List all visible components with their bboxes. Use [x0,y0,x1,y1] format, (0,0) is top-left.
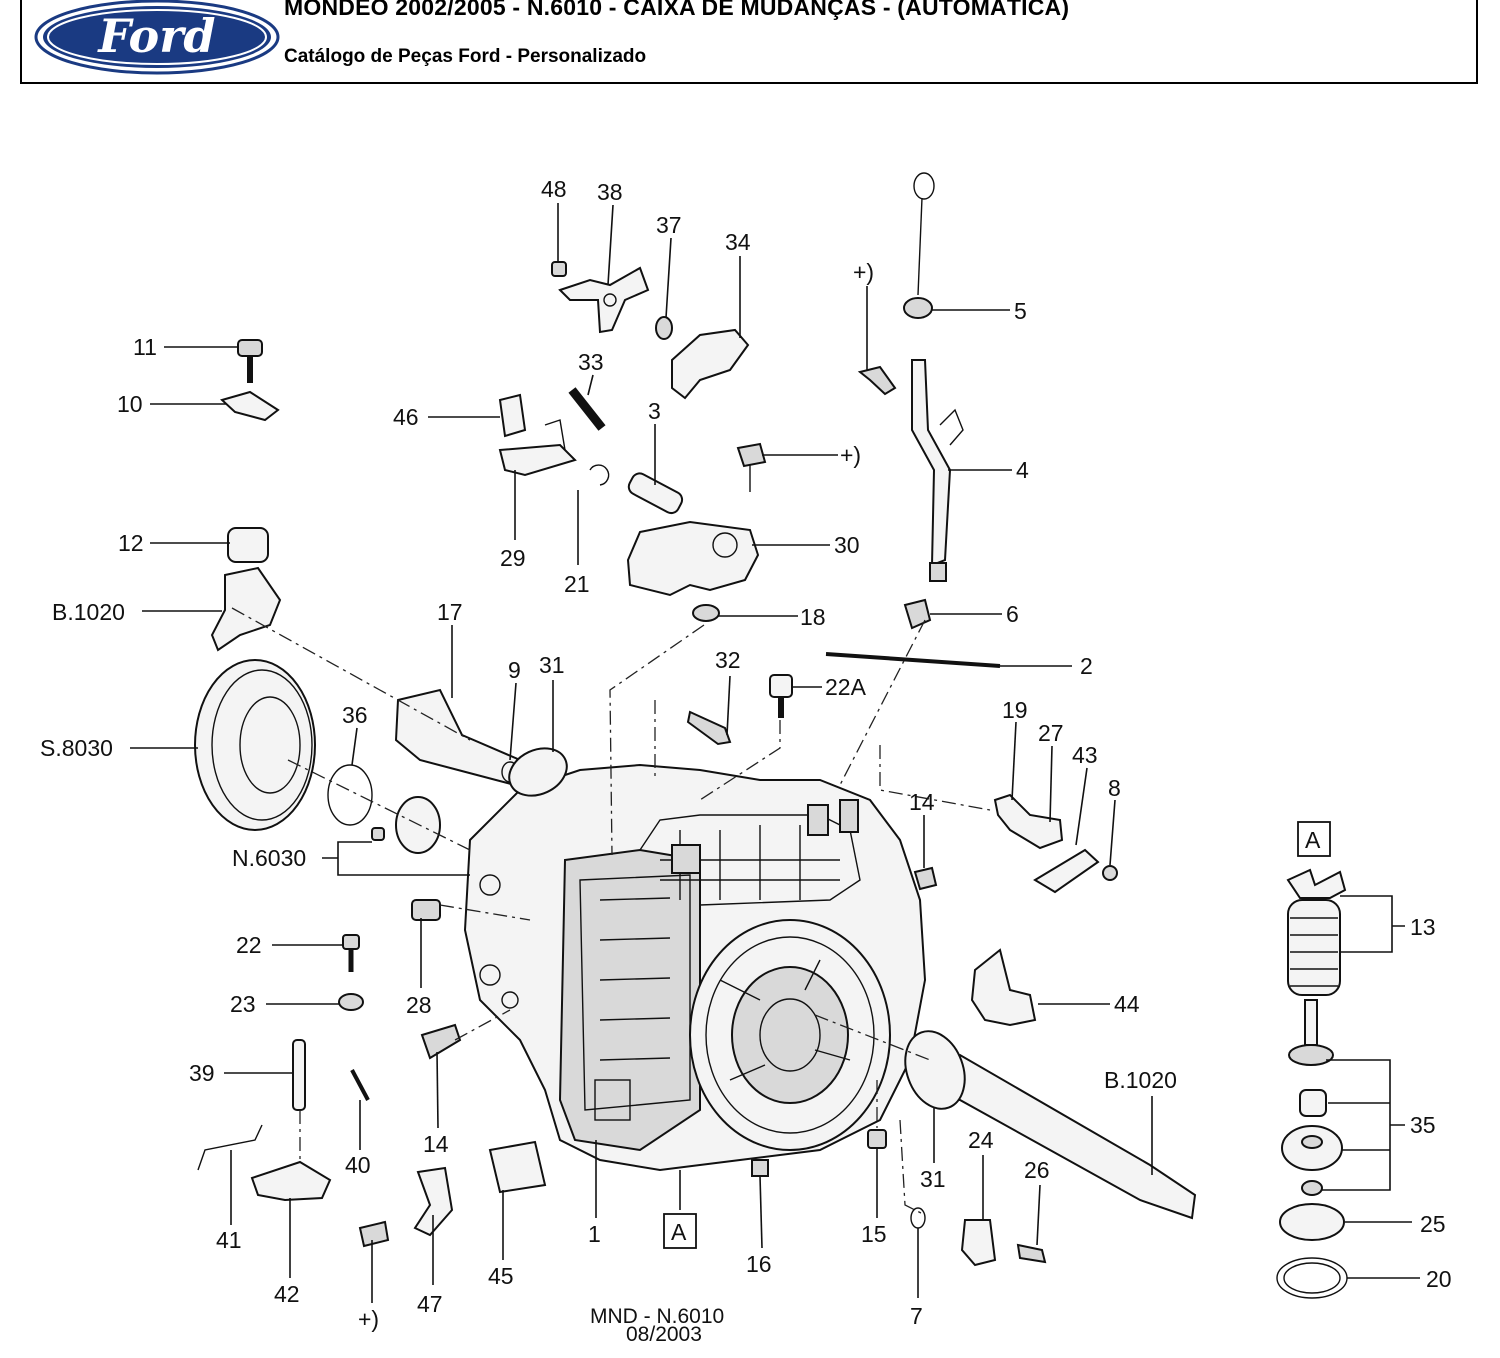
callout-47: 47 [417,1291,443,1317]
callout-32: 32 [715,647,741,673]
callout-17: 17 [437,599,463,625]
part-shapes [194,172,1348,1299]
callout-31-b: 31 [920,1166,946,1192]
callout-20: 20 [1426,1266,1452,1292]
callout-46: 46 [393,404,419,430]
leader-lines [130,203,1420,1303]
callout-12: 12 [118,530,144,556]
a-box-bottom-frame [663,1213,697,1249]
callout-45: 45 [488,1263,514,1289]
diagram-date: 08/2003 [626,1323,702,1346]
callout-38: 38 [597,179,623,205]
callout-18: 18 [800,604,826,630]
callout-33: 33 [578,349,604,375]
callout-36: 36 [342,702,368,728]
callout-3: 3 [648,398,661,424]
callout-19: 19 [1002,697,1028,723]
callout-11: 11 [133,334,157,360]
page-title: MONDEO 2002/2005 - N.6010 - CAIXA DE MUD… [284,0,1070,20]
callout-22a: 22A [825,674,867,700]
callout-42: 42 [274,1281,300,1307]
callout-30: 30 [834,532,860,558]
callout-plus-a: +) [853,259,874,285]
callout-41: 41 [216,1227,242,1253]
ford-logo: Ford [34,0,280,75]
assembly-dash-lines [231,607,991,1216]
callout-29: 29 [500,545,526,571]
callout-14-a: 14 [909,789,935,815]
callout-plus-b: +) [840,442,861,468]
callout-22: 22 [236,932,262,958]
callout-2: 2 [1080,653,1093,679]
callout-39: 39 [189,1060,215,1086]
callout-5: 5 [1014,298,1027,324]
callout-37: 37 [656,212,682,238]
callout-s8030: S.8030 [40,735,113,761]
callout-8: 8 [1108,775,1121,801]
callout-b1020-a: B.1020 [52,599,125,625]
callout-6: 6 [1006,601,1019,627]
callout-a-box-bottom: A [671,1219,687,1245]
transmission-housing [463,763,927,1172]
callout-28: 28 [406,992,432,1018]
callout-26: 26 [1024,1157,1050,1183]
callout-40: 40 [345,1152,371,1178]
a-box-right-frame [1297,821,1331,857]
callout-13: 13 [1410,914,1436,940]
callout-15: 15 [861,1221,887,1247]
catalog-header: Ford MONDEO 2002/2005 - N.6010 - CAIXA D… [20,0,1478,84]
callout-43: 43 [1072,742,1098,768]
callout-9: 9 [508,657,521,683]
callout-a-box-right: A [1305,827,1321,853]
callout-34: 34 [725,229,751,255]
callout-44: 44 [1114,991,1140,1017]
diagram-code: MND - N.6010 [590,1305,724,1328]
callout-n6030: N.6030 [232,845,306,871]
callout-25: 25 [1420,1211,1446,1237]
callout-7: 7 [910,1303,923,1329]
callout-1: 1 [588,1221,601,1247]
callout-23: 23 [230,991,256,1017]
callout-31-a: 31 [539,652,565,678]
callout-48: 48 [541,176,567,202]
page-subtitle: Catálogo de Peças Ford - Personalizado [284,46,647,67]
callout-27: 27 [1038,720,1064,746]
callout-35: 35 [1410,1112,1436,1138]
callout-16: 16 [746,1251,772,1277]
callout-21: 21 [564,571,590,597]
ford-logo-text: Ford [96,9,215,63]
callout-plus-c: +) [358,1306,379,1332]
callout-b1020-b: B.1020 [1104,1067,1177,1093]
callout-10: 10 [117,391,143,417]
callout-labels: 48 38 37 34 +) 5 11 10 33 46 3 +) 4 12 2… [40,176,1452,1332]
callout-4: 4 [1016,457,1029,483]
callout-24: 24 [968,1127,994,1153]
callout-14-b: 14 [423,1131,449,1157]
